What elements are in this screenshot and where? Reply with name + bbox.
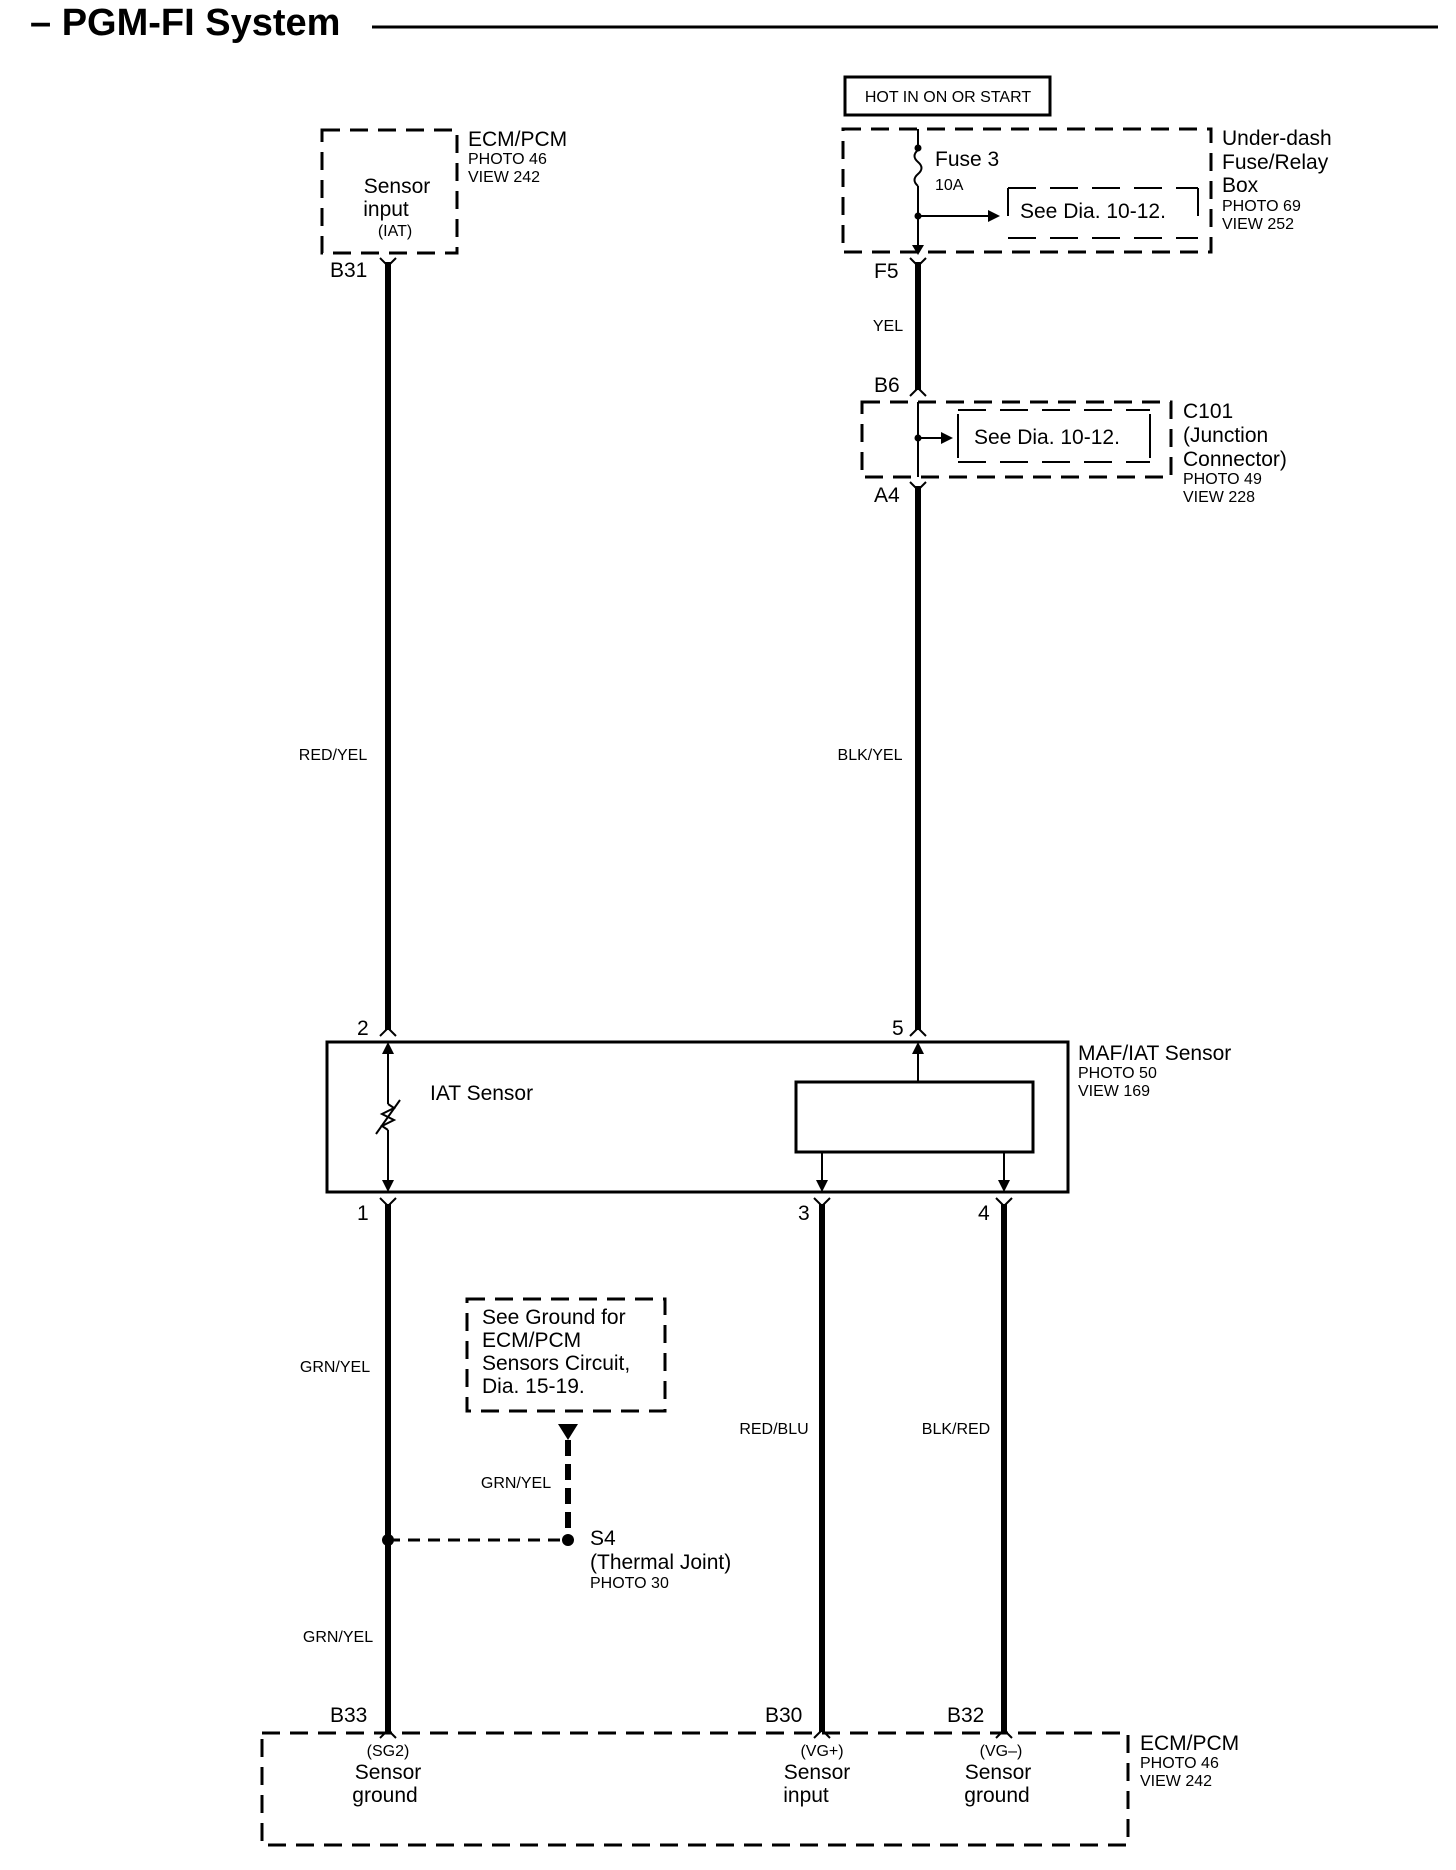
c101-see-dash [958,409,1150,463]
fuse-see-bracket [1007,187,1199,239]
maf-box [325,1040,1070,1194]
maf-pin4: 4 [978,1202,990,1225]
iat-sensor-label: IAT Sensor [430,1082,533,1105]
fuse-box-view: VIEW 252 [1222,216,1294,233]
ecm-bottom-view: VIEW 242 [1140,1773,1212,1790]
connector-f5 [909,257,927,268]
ecm-bottom-pin-b32: B32 [947,1704,984,1727]
ecm-top-func2: input [363,198,409,221]
s4-photo: PHOTO 30 [590,1575,669,1592]
ecm-top-func3: (IAT) [378,223,412,240]
s4-name: S4 [590,1527,616,1550]
c101-photo: PHOTO 49 [1183,471,1262,488]
connector-b32 [995,1728,1013,1739]
ecm-bottom-b32-sig: (VG–) [980,1743,1023,1760]
maf-pin1: 1 [357,1202,369,1225]
ecm-bottom-b33-l2: ground [352,1784,417,1807]
ground-note-box [465,1297,667,1413]
fuse-symbol [913,149,923,187]
ground-note-line4: Dia. 15-19. [482,1375,585,1398]
c101-pin-in: B6 [874,374,900,397]
ecm-top-photo: PHOTO 46 [468,151,547,168]
maf-view: VIEW 169 [1078,1083,1150,1100]
c101-name1: C101 [1183,400,1233,423]
ecm-bottom-pin-b33: B33 [330,1704,367,1727]
fuse-branch-arrow [988,210,1000,222]
power-tag: HOT IN ON OR START [865,89,1031,106]
thermistor-slash [375,1099,401,1135]
maf-pin5: 5 [892,1017,904,1040]
ecm-bottom-pin-b30: B30 [765,1704,802,1727]
maf-pin3: 3 [798,1202,810,1225]
ecm-bottom-b32-l2: ground [964,1784,1029,1807]
iat-arrow-down [382,1180,394,1192]
connector-b6 [909,386,927,397]
wire-label-red-yel: RED/YEL [299,747,368,764]
fuse-box-photo: PHOTO 69 [1222,198,1301,215]
ecm-bottom-b33-sig: (SG2) [367,1743,410,1760]
iat-arrow-up [382,1042,394,1054]
fuse-box [841,127,1213,254]
fuse-amps: 10A [935,177,964,194]
fuse-node-top [914,144,922,152]
ecm-bottom-b30-l2: input [783,1784,829,1807]
wire-label-red-blu: RED/BLU [739,1421,808,1438]
ecm-top-box [320,128,459,255]
c101-name3: Connector) [1183,448,1287,471]
maf-arrow-up [912,1042,924,1054]
fuse-out-arrow [912,245,924,255]
ecm-top-pin: B31 [330,259,367,282]
fuse-box-name1: Under-dash [1222,127,1332,150]
c101-box [860,400,1173,479]
maf-name: MAF/IAT Sensor [1078,1042,1231,1065]
wire-label-blk-yel: BLK/YEL [838,747,903,764]
ecm-bottom-b33-l1: Sensor [355,1761,422,1784]
s4-desc: (Thermal Joint) [590,1551,731,1574]
connector-b33 [379,1728,397,1739]
fuse-box-name2: Fuse/Relay [1222,151,1329,174]
wire-label-grn-yel-3: GRN/YEL [303,1629,373,1646]
ecm-bottom-b30-sig: (VG+) [800,1743,843,1760]
fuse-see: See Dia. 10-12. [1020,200,1166,223]
ecm-bottom-b32-l1: Sensor [965,1761,1032,1784]
maf-arrow-4 [998,1180,1010,1192]
ground-arrow [558,1424,578,1440]
ground-note-line2: ECM/PCM [482,1329,581,1352]
maf-element [794,1080,1035,1154]
ecm-top-view: VIEW 242 [468,169,540,186]
ground-note-line3: Sensors Circuit, [482,1352,630,1375]
ecm-top-func1: Sensor [364,175,431,198]
ecm-bottom-photo: PHOTO 46 [1140,1755,1219,1772]
c101-branch-arrow [941,432,953,444]
connector-pin2 [379,1026,397,1037]
connector-pin5 [909,1026,927,1037]
c101-see: See Dia. 10-12. [974,426,1120,449]
c101-name2: (Junction [1183,424,1268,447]
wire-label-grn-yel-2: GRN/YEL [481,1475,551,1492]
connector-b30 [813,1728,831,1739]
wire-label-yel: YEL [873,318,903,335]
power-tag-box [843,75,1052,117]
fuse-label: Fuse 3 [935,148,999,171]
wire-label-grn-yel-1: GRN/YEL [300,1359,370,1376]
page-title: – PGM-FI System [30,2,340,44]
ground-note-line1: See Ground for [482,1306,626,1329]
c101-see-bracket [957,414,1151,458]
fuse-pin: F5 [874,260,899,283]
ecm-top-name: ECM/PCM [468,128,567,151]
maf-photo: PHOTO 50 [1078,1065,1157,1082]
maf-pin2: 2 [357,1017,369,1040]
fuse-box-name3: Box [1222,174,1259,197]
wire-label-blk-red: BLK/RED [922,1421,990,1438]
c101-pin-out: A4 [874,484,900,507]
ecm-bottom-b30-l1: Sensor [784,1761,851,1784]
ecm-bottom-name: ECM/PCM [1140,1732,1239,1755]
s4-node-right [562,1534,574,1546]
ecm-bottom-box [260,1731,1130,1847]
maf-arrow-3 [816,1180,828,1192]
c101-view: VIEW 228 [1183,489,1255,506]
